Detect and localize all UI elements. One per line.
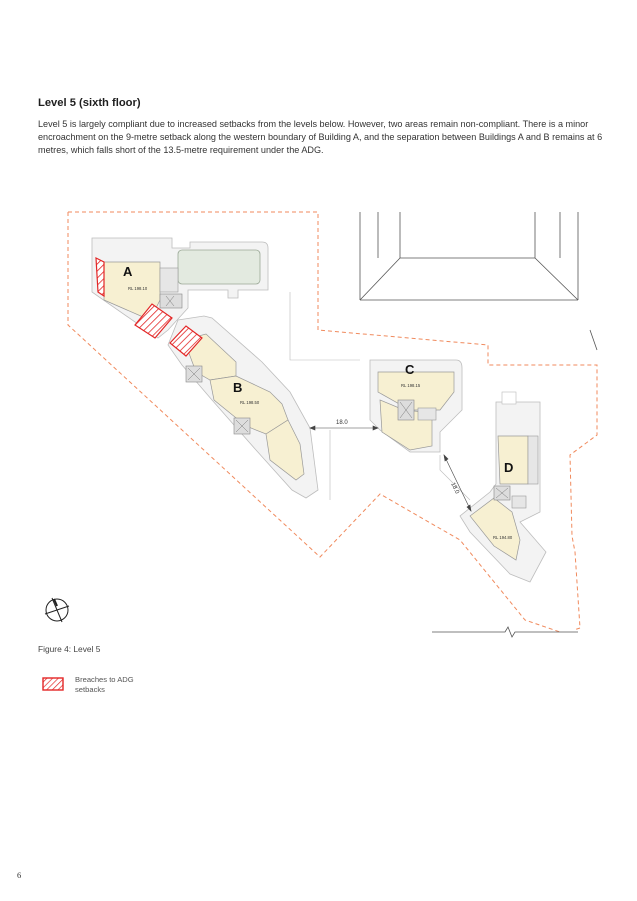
north-arrow-icon: [44, 597, 70, 623]
building-a-rl: RL 198.10: [128, 286, 148, 291]
building-a: [91, 237, 269, 339]
dimension-label-cd: 18.0: [449, 482, 460, 496]
bottom-boundary-line: [432, 626, 578, 638]
building-a-letter: A: [123, 264, 133, 279]
building-d-rl: RL 194.80: [493, 535, 513, 540]
building-c: [369, 359, 463, 453]
dimension-line-cd: [443, 454, 472, 512]
building-b-rl: RL 198.50: [240, 400, 260, 405]
breach-legend-swatch: [42, 677, 64, 691]
building-c-letter: C: [405, 362, 415, 377]
building-d-letter: D: [504, 460, 513, 475]
building-c-rl: RL 198.15: [401, 383, 421, 388]
dimension-line-bc: [309, 425, 379, 431]
building-b-letter: B: [233, 380, 242, 395]
dimension-label-bc: 18.0: [336, 420, 348, 426]
page-number: 6: [17, 870, 22, 880]
building-b: [167, 315, 319, 499]
site-boundary: [67, 211, 598, 633]
neighbouring-building: [359, 212, 598, 351]
section-heading: Level 5 (sixth floor): [38, 97, 141, 109]
legend-label: Breaches to ADG setbacks: [75, 675, 134, 694]
building-d: [459, 391, 547, 583]
figure-caption: Figure 4: Level 5: [38, 644, 101, 654]
site-edge-lines: [289, 292, 471, 501]
section-paragraph: Level 5 is largely compliant due to incr…: [38, 119, 603, 155]
